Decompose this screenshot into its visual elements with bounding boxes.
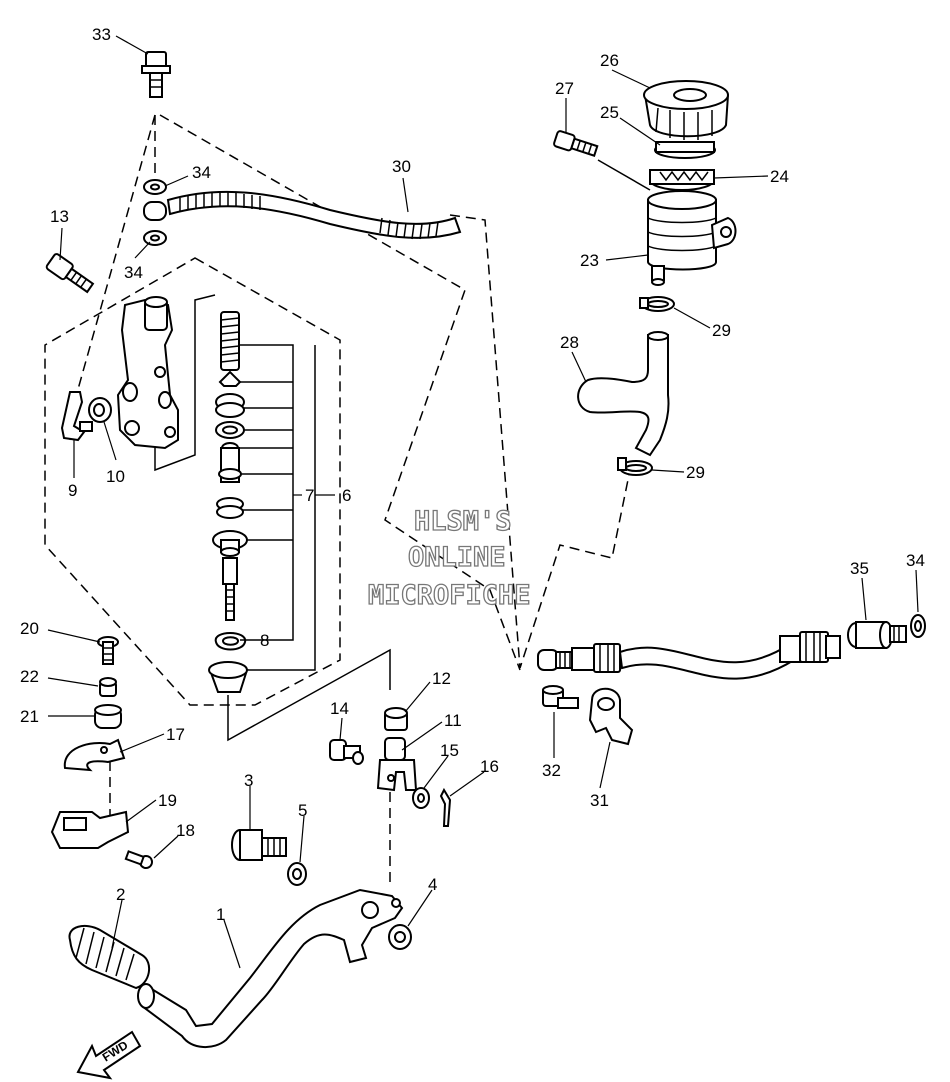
callout-18: 18 xyxy=(176,821,195,840)
watermark-line-2: ONLINE xyxy=(408,542,506,573)
brake-hose xyxy=(537,631,841,680)
callout-15: 15 xyxy=(440,741,459,760)
kit-7-bracket xyxy=(240,344,294,641)
bolt-13 xyxy=(45,253,95,294)
kit-6-bracket xyxy=(247,345,316,671)
callout-17: 17 xyxy=(166,725,185,744)
callout-24: 24 xyxy=(770,167,789,186)
leader-lines xyxy=(47,35,919,969)
forward-direction-arrow: FWD xyxy=(76,1030,142,1080)
diaphragm-24 xyxy=(649,169,715,191)
callout-34-lower: 34 xyxy=(124,263,143,282)
callout-33: 33 xyxy=(92,25,111,44)
callout-11: 11 xyxy=(444,711,462,730)
bolt-27 xyxy=(553,130,599,157)
callout-23: 23 xyxy=(580,251,599,270)
reservoir-cap-26 xyxy=(643,80,730,140)
callout-9: 9 xyxy=(68,481,77,500)
callout-13: 13 xyxy=(50,207,69,226)
callout-30: 30 xyxy=(392,157,411,176)
callout-5: 5 xyxy=(298,801,307,820)
callout-32: 32 xyxy=(542,761,561,780)
reservoir-hose-28 xyxy=(577,334,670,457)
pedal-rubber-2 xyxy=(68,924,151,990)
spring-seat xyxy=(218,370,242,387)
callout-29-lower: 29 xyxy=(686,463,705,482)
callout-8: 8 xyxy=(260,631,269,650)
callout-26: 26 xyxy=(600,51,619,70)
pushrod-boot-washer xyxy=(212,530,248,557)
piston-spring xyxy=(220,311,240,371)
dust-boot xyxy=(208,661,249,693)
screw-18 xyxy=(124,850,153,869)
piston xyxy=(218,442,242,483)
hose-clamp-29-lower xyxy=(617,457,653,476)
bolt-3 xyxy=(231,829,287,861)
callout-3: 3 xyxy=(244,771,253,790)
kit-7-ticks xyxy=(238,381,293,541)
banjo-bolt-33 xyxy=(141,51,171,98)
assembly-6-boundary xyxy=(44,257,341,706)
hose-clamp-29-upper xyxy=(639,296,675,312)
grommet-21 xyxy=(94,704,122,729)
callout-25: 25 xyxy=(600,103,619,122)
callout-1: 1 xyxy=(216,905,225,924)
watermark-line-3: MICROFICHE xyxy=(368,580,531,611)
union-bolt-35 xyxy=(847,621,907,649)
master-cylinder-body xyxy=(116,296,179,450)
callout-31: 31 xyxy=(590,791,609,810)
master-cylinder-outline xyxy=(159,114,521,671)
callout-21: 21 xyxy=(20,707,39,726)
callout-labels: 33 34 34 13 30 26 27 25 24 23 29 28 29 9… xyxy=(20,25,925,924)
pin-14 xyxy=(329,739,364,765)
secondary-cup xyxy=(216,497,244,519)
washer-4 xyxy=(388,924,412,950)
callout-28: 28 xyxy=(560,333,579,352)
pedal-bracket-19 xyxy=(50,810,130,849)
callout-34-upper: 34 xyxy=(192,163,211,182)
washer-5 xyxy=(287,862,307,886)
callout-22: 22 xyxy=(20,667,39,686)
washer-34-hose-end xyxy=(910,614,926,638)
piston-seal xyxy=(215,421,245,439)
brake-pedal-1 xyxy=(137,888,404,1048)
bolt-27-guideline xyxy=(597,159,651,191)
callout-35: 35 xyxy=(850,559,869,578)
primary-cup xyxy=(215,393,245,418)
callout-19: 19 xyxy=(158,791,177,810)
reservoir-tank-23 xyxy=(647,190,737,286)
nut-12 xyxy=(384,707,408,731)
watermark-line-1: HLSM'S xyxy=(414,506,512,537)
bolt-20 xyxy=(97,636,119,665)
hose-holder-31 xyxy=(588,687,634,746)
diaphragm-plate-25 xyxy=(654,141,716,159)
cotter-pin-16 xyxy=(439,787,452,827)
callout-29-upper: 29 xyxy=(712,321,731,340)
circlip-8 xyxy=(214,632,246,651)
spring-plate-17 xyxy=(63,738,126,772)
pushrod-guideline xyxy=(227,648,391,742)
callout-12: 12 xyxy=(432,669,451,688)
callout-7: 7 xyxy=(305,486,314,505)
hose-union xyxy=(143,201,167,221)
callout-4: 4 xyxy=(428,875,437,894)
clevis-11 xyxy=(376,737,418,792)
bleeder-cap-10 xyxy=(88,397,112,423)
callout-14: 14 xyxy=(330,699,349,718)
callout-16: 16 xyxy=(480,757,499,776)
callout-10: 10 xyxy=(106,467,125,486)
callout-20: 20 xyxy=(20,619,39,638)
hose-routing-line xyxy=(449,214,631,669)
callout-34-hose: 34 xyxy=(906,551,925,570)
callout-2: 2 xyxy=(116,885,125,904)
bolt-32 xyxy=(542,685,579,709)
reservoir-hose-30 xyxy=(166,190,462,240)
collar-22 xyxy=(99,677,117,697)
pushrod xyxy=(222,557,238,621)
washer-15 xyxy=(412,787,430,809)
callout-27: 27 xyxy=(555,79,574,98)
callout-6: 6 xyxy=(342,486,351,505)
bleeder-screw-9 xyxy=(60,391,93,442)
